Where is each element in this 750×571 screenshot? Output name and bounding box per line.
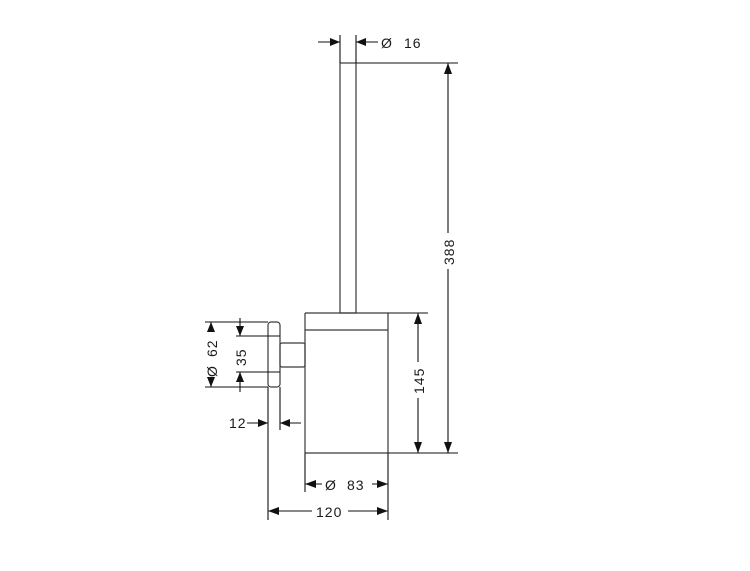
dimension-rod-diameter: Ø 16 — [318, 35, 422, 51]
connecting-arm — [279, 342, 306, 368]
rosette-diameter-symbol: Ø — [204, 365, 220, 377]
holder-height-label: 145 — [411, 368, 427, 394]
rosette-diameter-label: 62 — [204, 339, 220, 357]
holder-diameter-symbol: Ø — [325, 477, 337, 493]
dimension-rosette-thickness: 12 — [229, 415, 301, 431]
dimension-rosette-diameter: Ø 62 — [201, 322, 221, 387]
holder-body — [304, 312, 389, 453]
wall-rosette — [267, 321, 281, 388]
brush-handle-rod — [339, 62, 357, 314]
total-height-label: 388 — [441, 239, 457, 265]
holder-diameter-label: 83 — [347, 477, 365, 493]
rosette-thickness-label: 12 — [229, 415, 247, 431]
rod-diameter-symbol: Ø — [381, 35, 393, 51]
dimension-total-height: 388 — [438, 63, 458, 453]
dimension-total-depth: 120 — [268, 502, 388, 520]
toilet-brush-set — [267, 62, 389, 454]
dimension-holder-height: 145 — [408, 313, 428, 453]
dimension-holder-diameter: Ø 83 — [305, 475, 388, 493]
rosette-center-label: 35 — [233, 348, 249, 366]
dimension-rosette-center: 35 — [230, 318, 250, 392]
rod-diameter-label: 16 — [404, 35, 422, 51]
total-depth-label: 120 — [316, 504, 342, 520]
